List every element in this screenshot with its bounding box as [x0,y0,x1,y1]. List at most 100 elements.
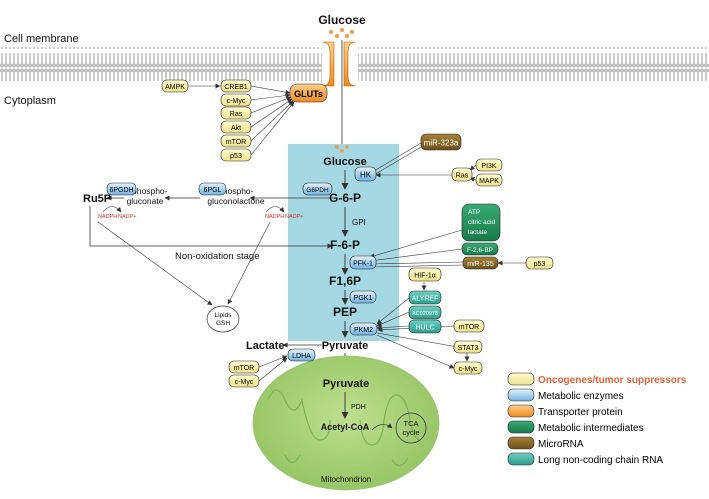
svg-text:mTOR: mTOR [234,365,254,372]
svg-text:mTOR: mTOR [459,324,479,331]
legend-item-microrna: MicroRNA [507,436,584,450]
phosphogluconate-label-2: gluconate [127,196,164,206]
oncogene-c-myc-3: c-Myc [228,374,260,388]
oncogene-creb1: CREB1 [220,79,252,93]
g6p-label: G-6-P [329,191,361,205]
oncogene-ras: Ras [220,106,252,120]
svg-text:Transporter protein: Transporter protein [538,407,623,418]
svg-text:c-Myc: c-Myc [459,366,478,373]
lncrna-ac020978: AC020978 [408,305,442,320]
svg-text:miR-135: miR-135 [467,261,494,268]
enzyme-g6pdh: G6PDH [302,182,333,196]
glut-channel-icon [321,41,357,87]
svg-text:6PGL: 6PGL [204,187,222,194]
enzyme-boxes: HK G6PDH 6PGL 6PGDH PFK-1 PGK1 PKM2 LDHA [106,166,378,362]
nadp-label-2: NADP+ [285,214,304,220]
legend-item-transporter: Transporter protein [507,404,623,418]
oncogene-boxes: AMPK CREB1 c-Myc Ras Akt mTOR p53 PI3K R… [161,79,554,388]
enzyme-hk: HK [354,166,377,182]
oncogene-mtor: mTOR [220,134,252,148]
svg-text:p53: p53 [230,153,242,160]
enzyme-pgk1: PGK1 [349,290,377,304]
nadph-arc-2 [265,206,285,213]
svg-text:ALYREF: ALYREF [412,296,439,303]
cell-membrane [0,47,709,81]
svg-text:mTOR: mTOR [226,139,246,146]
glucose-cytoplasm-icon [335,145,349,153]
oncogene-stat3: STAT3 [453,340,483,354]
svg-text:PI3K: PI3K [481,163,497,170]
acetyl-coa-label: Acetyl-CoA [321,422,370,432]
pyruvate-mito-label: Pyruvate [323,378,369,390]
svg-text:HK: HK [360,171,372,180]
oncogene-ampk: AMPK [161,79,189,93]
pyruvate-cytoplasm-label: Pyruvate [322,340,368,352]
microrna-mir-135: miR-135 [462,256,499,270]
enzyme-pfk1: PFK-1 [349,255,377,270]
legend-item-intermediates: Metabolic intermediates [507,420,644,434]
pathway-panel [288,144,399,341]
svg-text:AMPK: AMPK [165,84,185,91]
svg-text:Ras: Ras [456,173,469,180]
svg-text:Metabolic intermediates: Metabolic intermediates [538,423,644,434]
svg-text:ATP: ATP [468,209,480,216]
lipids-gsh-node [206,305,240,333]
lipids-label: Lipids [215,312,233,319]
svg-text:c-Myc: c-Myc [235,379,254,386]
tca-label-1: TCA [404,419,419,428]
svg-text:miR-323a: miR-323a [424,139,459,148]
ru5p-label: Ru5P [83,193,111,205]
svg-text:p53: p53 [534,261,546,268]
legend: Oncogenes/tumor suppressors Metabolic en… [507,372,687,466]
oncogene-pi3k: PI3K [475,158,503,172]
oncogene-p53-2: p53 [525,256,554,270]
lncrna-alyref: ALYREF [408,290,442,305]
svg-text:6PGDH: 6PGDH [109,187,133,194]
svg-text:citric acid: citric acid [468,219,495,226]
oncogene-mtor-2: mTOR [453,319,485,333]
pep-label: PEP [333,305,357,319]
svg-text:MAPK: MAPK [479,178,499,185]
phosphogluconate-label-1: 6-phospho- [124,186,167,196]
cytoplasm-label: Cytoplasm [4,95,56,107]
svg-text:Akt: Akt [231,125,241,132]
legend-item-enzymes: Metabolic enzymes [507,388,624,402]
lactate-label: Lactate [246,340,285,352]
nadph-label-2: NADPH [265,214,284,220]
svg-text:PFK-1: PFK-1 [353,261,373,268]
svg-text:G6PDH: G6PDH [306,187,329,194]
svg-text:HIF-1α: HIF-1α [414,273,436,280]
oncogene-p53: p53 [220,148,252,162]
svg-text:MicroRNA: MicroRNA [538,439,584,450]
legend-item-oncogenes: Oncogenes/tumor suppressors [507,372,687,386]
cell-membrane-label: Cell membrane [4,33,79,45]
nadph-arc-1 [102,206,122,213]
arrow-non-oxidation [89,206,333,249]
oncogene-mapk: MAPK [475,173,503,187]
glucose-cytoplasm-label: Glucose [323,156,366,168]
svg-text:Long non-coding chain RNA: Long non-coding chain RNA [538,455,663,466]
svg-text:lactate: lactate [468,229,488,236]
arrow-nadph2-lipids [227,221,271,305]
enzyme-6pgdh: 6PGDH [106,182,137,196]
nadp-label-1: NADP+ [118,214,137,220]
arrow-nadph1-lipids [97,221,213,306]
f16p-label: F1,6P [329,274,361,288]
gsh-label: GSH [216,320,230,327]
arrow-acetylcoa-tca [371,423,393,431]
svg-text:HULC: HULC [415,325,434,332]
lncrna-hulc: HULC [408,319,442,334]
svg-text:PKM2: PKM2 [354,327,373,334]
intermediate-atp-citrate-lactate: ATP citric acid lactate [461,203,501,242]
svg-text:c-Myc: c-Myc [227,98,246,105]
nadph-label-1: NADPH [98,214,117,220]
gpi-label: GPI [352,218,366,227]
svg-text:STAT3: STAT3 [458,345,479,352]
intermediate-f26bp: F-2,6-BP [461,242,499,256]
tca-cycle-node [395,412,427,444]
transporter-gluts: GLUTs [289,83,328,103]
cristae-icon [267,389,421,467]
glucose-molecules-icon [328,27,355,39]
non-oxidation-stage-label: Non-oxidation stage [175,251,260,262]
